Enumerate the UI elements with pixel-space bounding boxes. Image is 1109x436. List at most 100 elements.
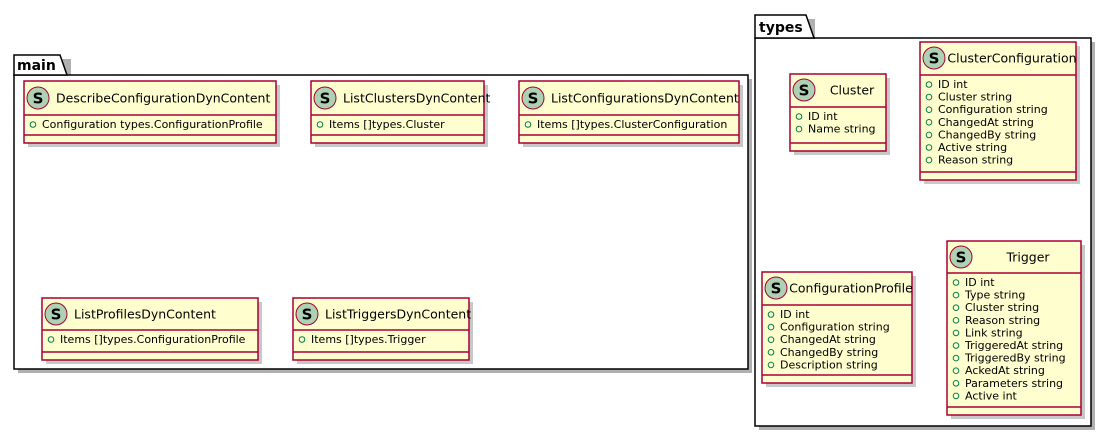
class-field: Reason string xyxy=(965,314,1040,327)
class-field: Cluster string xyxy=(938,91,1012,104)
class-field: TriggeredBy string xyxy=(964,352,1066,365)
svg-text:S: S xyxy=(799,82,810,100)
class-field: Description string xyxy=(780,358,878,371)
class-field: ChangedBy string xyxy=(780,346,878,359)
public-visibility-icon xyxy=(316,121,324,128)
svg-text:S: S xyxy=(929,50,940,68)
class-field: Link string xyxy=(965,326,1023,339)
class-field: ID int xyxy=(808,110,838,123)
class-field: Configuration types.ConfigurationProfile xyxy=(42,118,263,131)
public-visibility-icon xyxy=(767,323,775,331)
class-field: ChangedAt string xyxy=(780,333,876,346)
package-main-title: main xyxy=(17,58,56,74)
class-field: Configuration string xyxy=(938,103,1048,116)
class-box xyxy=(41,297,259,361)
svg-text:S: S xyxy=(528,90,539,108)
stereotype-badge-icon: S xyxy=(792,78,816,102)
public-visibility-icon xyxy=(298,336,306,343)
public-visibility-icon xyxy=(952,291,960,299)
class-field: Active string xyxy=(938,141,1007,154)
public-visibility-icon xyxy=(925,81,933,88)
public-visibility-icon xyxy=(29,121,37,128)
public-visibility-icon xyxy=(767,361,775,369)
svg-text:S: S xyxy=(320,90,331,108)
stereotype-badge-icon: S xyxy=(764,276,788,300)
stereotype-badge-icon: S xyxy=(26,86,50,110)
class-name: Trigger xyxy=(1005,250,1050,265)
public-visibility-icon xyxy=(767,349,775,356)
svg-text:S: S xyxy=(956,249,967,267)
class-field: ChangedAt string xyxy=(938,116,1034,129)
public-visibility-icon xyxy=(925,106,933,113)
class-box xyxy=(23,80,277,144)
public-visibility-icon xyxy=(952,342,960,349)
public-visibility-icon xyxy=(952,354,960,362)
class-box xyxy=(919,41,1077,181)
svg-text:S: S xyxy=(33,90,44,108)
stereotype-badge-icon: S xyxy=(521,86,545,110)
class-field: Items []types.Trigger xyxy=(311,333,426,346)
class-field: Name string xyxy=(808,123,876,136)
class-field: ID int xyxy=(780,308,810,321)
public-visibility-icon xyxy=(925,131,933,139)
class-name: ListClustersDynContent xyxy=(343,91,490,106)
class-field: ID int xyxy=(965,276,995,289)
public-visibility-icon xyxy=(524,121,532,128)
public-visibility-icon xyxy=(925,144,933,151)
public-visibility-icon xyxy=(925,119,933,126)
class-box xyxy=(518,80,740,144)
class-field: ChangedBy string xyxy=(938,128,1036,141)
public-visibility-icon xyxy=(952,304,960,312)
public-visibility-icon xyxy=(47,336,55,343)
public-visibility-icon xyxy=(767,336,775,344)
class-name: ListConfigurationsDynContent xyxy=(551,91,739,106)
class-name: ClusterConfiguration xyxy=(947,51,1076,66)
class-name: DescribeConfigurationDynContent xyxy=(56,91,270,106)
svg-text:S: S xyxy=(302,306,313,324)
class-name: ListTriggersDynContent xyxy=(325,307,471,322)
public-visibility-icon xyxy=(952,392,960,400)
class-field: Cluster string xyxy=(965,301,1039,314)
class-field: Reason string xyxy=(938,154,1013,167)
public-visibility-icon xyxy=(925,93,933,101)
class-field: Items []types.Cluster xyxy=(329,118,445,131)
stereotype-badge-icon: S xyxy=(295,302,319,326)
public-visibility-icon xyxy=(952,367,960,375)
class-field: Parameters string xyxy=(965,377,1063,390)
class-box xyxy=(292,297,470,361)
svg-text:S: S xyxy=(51,306,62,324)
svg-text:S: S xyxy=(771,280,782,298)
class-field: Items []types.ClusterConfiguration xyxy=(537,118,727,131)
public-visibility-icon xyxy=(795,125,803,133)
class-field: TriggeredAt string xyxy=(964,339,1063,352)
class-name: ConfigurationProfile xyxy=(789,281,913,296)
class-name: Cluster xyxy=(830,83,875,98)
stereotype-badge-icon: S xyxy=(949,245,973,269)
public-visibility-icon xyxy=(767,311,775,318)
class-describe-configuration-dyn-content: S DescribeConfigurationDynContentConfigur… xyxy=(23,80,280,147)
public-visibility-icon xyxy=(952,317,960,324)
class-field: AckedAt string xyxy=(965,364,1045,377)
public-visibility-icon xyxy=(925,156,933,164)
class-box xyxy=(946,240,1082,416)
class-box xyxy=(310,80,485,144)
package-types-title: types xyxy=(759,20,803,36)
class-field: Active int xyxy=(965,389,1018,402)
public-visibility-icon xyxy=(952,380,960,387)
class-field: Type string xyxy=(964,289,1025,302)
stereotype-badge-icon: S xyxy=(922,46,946,70)
public-visibility-icon xyxy=(952,279,960,286)
public-visibility-icon xyxy=(795,113,803,120)
stereotype-badge-icon: S xyxy=(313,86,337,110)
public-visibility-icon xyxy=(952,329,960,337)
class-field: Items []types.ConfigurationProfile xyxy=(60,333,246,346)
class-field: Configuration string xyxy=(780,321,890,334)
